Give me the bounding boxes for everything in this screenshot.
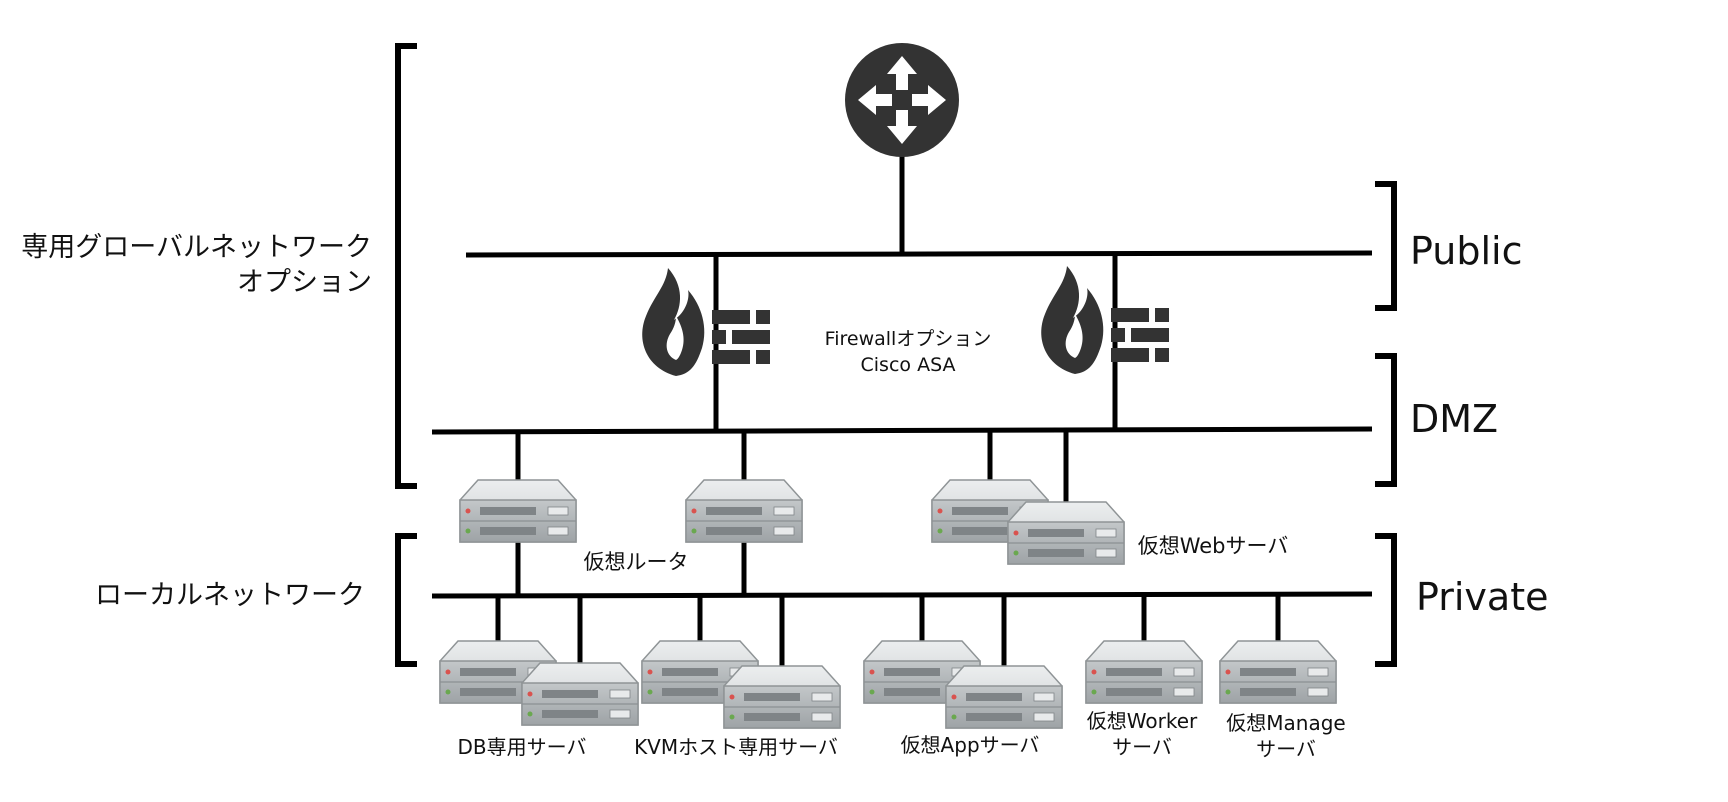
- virtual-worker-label-line1: 仮想Worker: [1087, 709, 1198, 733]
- firewall-label-line2: Cisco ASA: [861, 354, 956, 376]
- private-label: Private: [1416, 575, 1548, 619]
- server-icon: [459, 479, 577, 543]
- kvm-server-label: KVMホスト専用サーバ: [634, 735, 838, 759]
- global-network-label-line2: オプション: [237, 267, 372, 298]
- dmz-label: DMZ: [1410, 397, 1498, 441]
- labels: 専用グローバルネットワーク オプション ローカルネットワーク Public DM…: [21, 229, 1548, 761]
- firewall-icon: [1041, 266, 1169, 374]
- server-icon: [521, 662, 639, 726]
- dmz-bracket: [1375, 353, 1397, 487]
- servers: [439, 479, 1337, 729]
- firewall-icon: [642, 268, 770, 376]
- virtual-router-label: 仮想ルータ: [584, 550, 689, 574]
- local-network-bracket: [395, 533, 417, 667]
- server-icon: [1007, 501, 1125, 565]
- server-icon: [1219, 640, 1337, 704]
- router-icon: [845, 43, 959, 157]
- private-bracket: [1375, 533, 1397, 667]
- public-bracket: [1375, 181, 1397, 311]
- virtual-app-server-label: 仮想Appサーバ: [901, 733, 1040, 757]
- public-label: Public: [1410, 229, 1522, 273]
- virtual-manage-label-line2: サーバ: [1256, 737, 1316, 761]
- virtual-web-server-label: 仮想Webサーバ: [1138, 534, 1289, 558]
- server-icon: [945, 665, 1063, 729]
- server-icon: [1085, 640, 1203, 704]
- local-network-label: ローカルネットワーク: [95, 580, 365, 611]
- db-server-label: DB専用サーバ: [458, 735, 587, 759]
- dmz-network-line: [431, 426, 1373, 435]
- brackets: [395, 43, 1397, 667]
- global-network-label-line1: 専用グローバルネットワーク: [21, 232, 372, 263]
- firewall-label-line1: Firewallオプション: [825, 328, 992, 350]
- virtual-manage-label-line1: 仮想Manage: [1226, 711, 1345, 735]
- server-icon: [685, 479, 803, 543]
- network-lines: [431, 155, 1373, 668]
- virtual-worker-label-line2: サーバ: [1112, 735, 1172, 759]
- private-network-line: [431, 591, 1373, 599]
- server-icon: [723, 665, 841, 729]
- public-network-line: [465, 250, 1373, 258]
- global-network-bracket: [395, 43, 417, 489]
